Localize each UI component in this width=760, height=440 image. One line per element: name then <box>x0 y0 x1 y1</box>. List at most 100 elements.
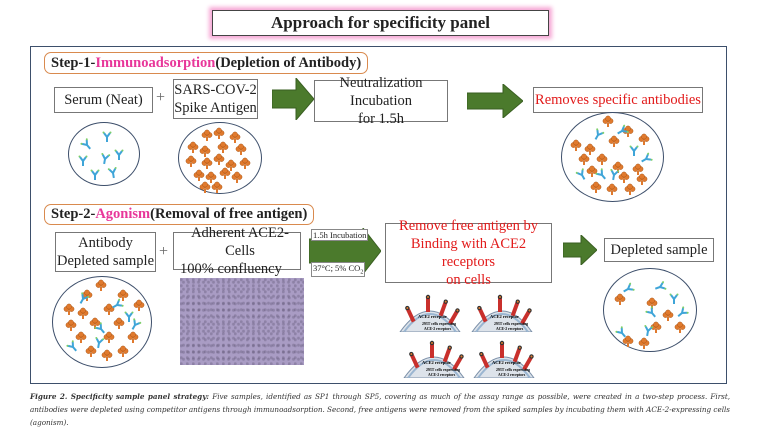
antibody-icon <box>677 306 689 317</box>
antigen-icon <box>199 145 211 157</box>
antigen-icon <box>127 331 139 343</box>
diagram-frame <box>30 46 727 384</box>
depleted-pool-icon <box>603 268 697 352</box>
antigen-icon <box>590 181 602 193</box>
sample-line1: Antibody <box>78 235 133 251</box>
step1-highlight: Immunoadsorption <box>95 54 216 71</box>
depleted-sample-box: Depleted sample <box>604 238 714 262</box>
antigen-icon <box>103 303 115 315</box>
cell-label: 293T cells expressing <box>426 368 460 372</box>
step2-highlight: Agonism <box>95 206 151 222</box>
plus-sign: + <box>159 243 169 260</box>
antigen-icon <box>201 157 213 169</box>
antibody-icon <box>629 145 639 156</box>
antigen-icon <box>584 143 596 155</box>
antigen-icon <box>596 153 608 165</box>
antigen-icon <box>578 153 590 165</box>
antigen-icon <box>239 157 251 169</box>
ace2-cells-box: Adherent ACE2-Cells 100% confluency <box>173 225 301 277</box>
result-box: Removes specific antibodies <box>533 87 703 113</box>
remove-line3: on cells <box>446 272 491 288</box>
incubation-conditions-label: 37°C; 5% CO2 <box>311 262 366 277</box>
antigen-icon <box>638 133 650 145</box>
antigen-icon <box>133 299 145 311</box>
cells-line1: Adherent ACE2-Cells <box>191 225 289 259</box>
diagram-title: Approach for specificity panel <box>212 10 549 36</box>
antigen-icon <box>65 319 77 331</box>
remove-antigen-box: Remove free antigen by Binding with ACE2… <box>385 218 552 288</box>
antigen-icon <box>602 115 614 127</box>
ace2-cell-icon: ACE2 receptor 293T cells expressing ACE-… <box>470 286 534 337</box>
mixed-pool-icon <box>561 112 664 202</box>
antigen-icon <box>95 279 107 291</box>
serum-label: Serum (Neat) <box>64 92 143 108</box>
result-label: Removes specific antibodies <box>535 92 701 108</box>
arrow-right-icon <box>467 84 523 118</box>
antibody-icon <box>112 298 124 309</box>
antigen-icon <box>231 171 243 183</box>
cell-label: ACE-2 receptors <box>428 373 456 377</box>
remove-line2: Binding with ACE2 receptors <box>410 236 527 270</box>
antigen-icon <box>75 331 87 343</box>
antibody-icon <box>114 149 124 160</box>
antibody-icon <box>623 282 635 293</box>
antibody-icon <box>595 168 606 180</box>
depleted-label: Depleted sample <box>610 242 708 258</box>
arrow-right-icon <box>272 78 314 120</box>
antigen-icon <box>586 165 598 177</box>
antibody-icon <box>78 155 88 166</box>
antibody-icon <box>669 293 679 304</box>
antibody-depleted-box: Antibody Depleted sample <box>55 232 156 272</box>
cell-label: ACE-2 receptors <box>424 327 452 331</box>
ace2-cell-icon: ACE2 receptor 293T cells expressing ACE-… <box>402 332 466 383</box>
antibody-icon <box>594 128 605 140</box>
incubation-box: Neutralization Incubation for 1.5h <box>314 75 448 127</box>
antigen-icon <box>636 173 648 185</box>
ace2-receptor-label: ACE2 receptor <box>418 314 447 319</box>
antigen-box: SARS-COV-2 Spike Antigen <box>173 79 258 119</box>
antigen-icon <box>624 183 636 195</box>
antigen-icon <box>213 127 225 139</box>
antigen-icon <box>612 161 624 173</box>
antibody-icon <box>102 131 112 142</box>
antigen-icon <box>81 289 93 301</box>
antigen-icon <box>229 131 241 143</box>
antibody-icon <box>124 311 134 322</box>
antigen-icon <box>219 167 231 179</box>
antibody-icon <box>644 324 654 337</box>
antigen-icon <box>205 171 217 183</box>
antibody-icon <box>615 326 626 338</box>
antibody-icon <box>94 322 105 334</box>
step2-suffix: (Removal of free antigen) <box>150 206 308 222</box>
plus-sign: + <box>156 89 166 106</box>
antigen-icon <box>63 303 75 315</box>
antigen-icon <box>674 321 686 333</box>
ace2-receptor-label: ACE2 receptor <box>422 360 451 365</box>
antigen-line2: Spike Antigen <box>174 100 257 116</box>
serum-box: Serum (Neat) <box>54 87 153 113</box>
antigen-icon <box>650 321 662 333</box>
step2-heading: Step-2- Agonism (Removal of free antigen… <box>44 204 315 225</box>
antibody-icon <box>95 336 105 349</box>
antibody-icon <box>617 124 629 135</box>
cell-culture-image <box>180 278 304 365</box>
step1-heading: Step-1- Immunoadsorption (Depletion of A… <box>44 52 369 74</box>
antibody-icon <box>575 168 586 180</box>
antigen-icon <box>103 331 115 343</box>
antigen-icon <box>618 171 630 183</box>
antibody-icon <box>107 166 117 179</box>
cell-label: 293T cells expressing <box>494 322 528 326</box>
antigen-icon <box>193 169 205 181</box>
conditions-text: 37°C; 5% CO <box>313 263 361 273</box>
caption-title: Figure 2. Specificity sample panel strat… <box>30 392 210 401</box>
cells-line2: 100% confluency <box>180 261 282 277</box>
antigen-icon <box>662 309 674 321</box>
antigen-icon <box>113 317 125 329</box>
antigen-icon <box>632 163 644 175</box>
antibody-icon <box>645 306 656 318</box>
step1-prefix: Step-1- <box>51 54 96 71</box>
antigen-icon <box>185 155 197 167</box>
antigen-icon <box>606 183 618 195</box>
antibody-pool-icon <box>68 122 140 186</box>
antibody-icon <box>90 169 100 180</box>
